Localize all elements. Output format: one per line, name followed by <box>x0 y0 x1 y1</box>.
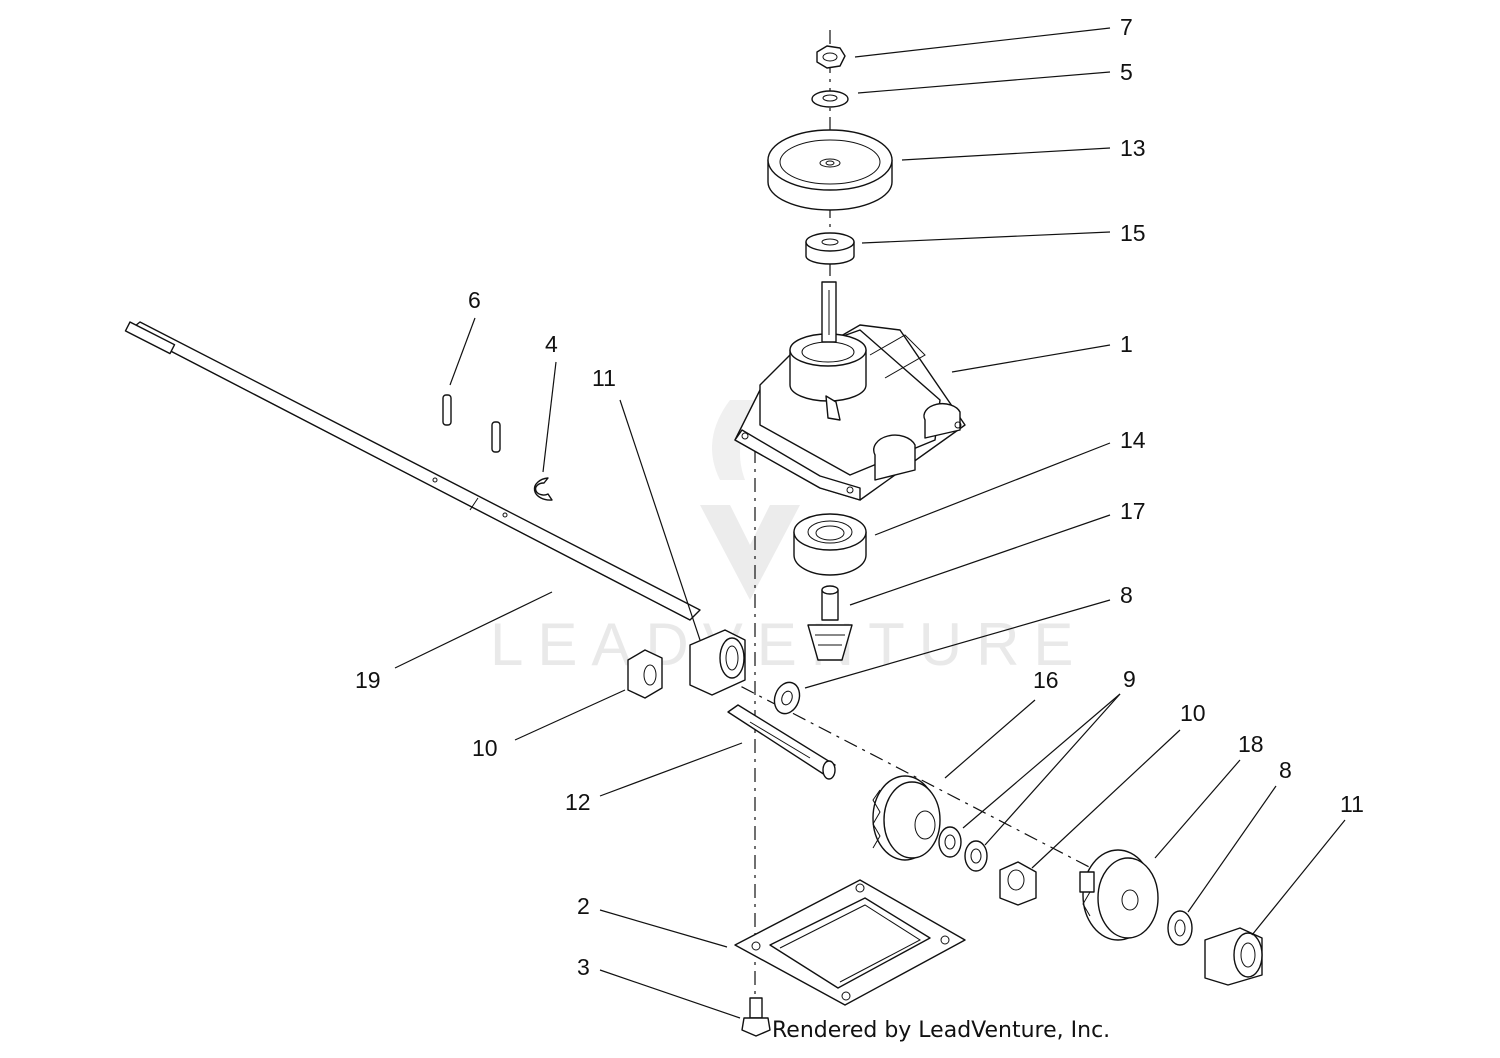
callout-12: 12 <box>565 789 591 815</box>
part-8-washer-upper[interactable] <box>770 679 803 717</box>
part-14-bearing[interactable] <box>793 513 867 576</box>
part-7-nut[interactable] <box>816 45 846 69</box>
callout-19: 19 <box>355 667 381 693</box>
callout-17: 17 <box>1120 498 1146 524</box>
callout-6: 6 <box>468 287 481 313</box>
shaft-axis <box>689 659 1096 871</box>
callout-3: 3 <box>577 954 590 980</box>
render-credit: Rendered by LeadVenture, Inc. <box>772 1018 1111 1043</box>
part-2-cover-plate[interactable] <box>734 879 966 1006</box>
part-1-gear-case[interactable] <box>734 281 966 501</box>
part-16-gear[interactable] <box>872 775 941 861</box>
part-19-axle-shaft[interactable] <box>124 321 701 621</box>
callout-15: 15 <box>1120 220 1146 246</box>
callout-7: 7 <box>1120 14 1133 40</box>
callout-1: 1 <box>1120 331 1133 357</box>
callout-9: 9 <box>1123 666 1136 692</box>
watermark-text: LEADVENTURE <box>490 611 1087 678</box>
part-11-bushing-right[interactable] <box>1204 927 1263 986</box>
part-11-bushing-left[interactable] <box>689 629 746 696</box>
callout-18: 18 <box>1238 731 1264 757</box>
callout-16: 16 <box>1033 667 1059 693</box>
callout-5: 5 <box>1120 59 1133 85</box>
callout-14: 14 <box>1120 427 1146 453</box>
callout-8-lower: 8 <box>1279 757 1292 783</box>
callout-11-right: 11 <box>1340 791 1364 817</box>
part-9-washers[interactable] <box>938 826 988 872</box>
part-13-pulley[interactable] <box>767 129 893 211</box>
callout-10-right: 10 <box>1180 700 1206 726</box>
part-17-pinion-shaft[interactable] <box>807 585 853 661</box>
part-12-shaft[interactable] <box>727 704 836 780</box>
watermark: LEADVENTURE <box>490 400 1087 678</box>
callout-13: 13 <box>1120 135 1146 161</box>
part-15-spacer[interactable] <box>805 232 855 265</box>
callout-8-upper: 8 <box>1120 582 1133 608</box>
callout-11-left: 11 <box>592 365 616 391</box>
callout-4: 4 <box>545 331 558 357</box>
callout-2: 2 <box>577 893 590 919</box>
part-10-bushing-right[interactable] <box>999 861 1037 906</box>
part-10-bushing-left[interactable] <box>627 649 663 699</box>
part-8-washer-lower[interactable] <box>1167 910 1193 946</box>
leader-lines <box>394 27 1346 1019</box>
part-4-e-clip[interactable] <box>533 477 553 501</box>
callout-10-left: 10 <box>472 735 498 761</box>
part-5-washer[interactable] <box>811 90 849 108</box>
callout-labels: 7 5 13 15 1 14 17 8 6 4 11 19 10 12 16 9… <box>355 14 1364 980</box>
part-18-gear[interactable] <box>1079 849 1159 941</box>
part-6-roll-pin[interactable] <box>442 394 501 453</box>
part-3-screw[interactable] <box>741 997 771 1037</box>
